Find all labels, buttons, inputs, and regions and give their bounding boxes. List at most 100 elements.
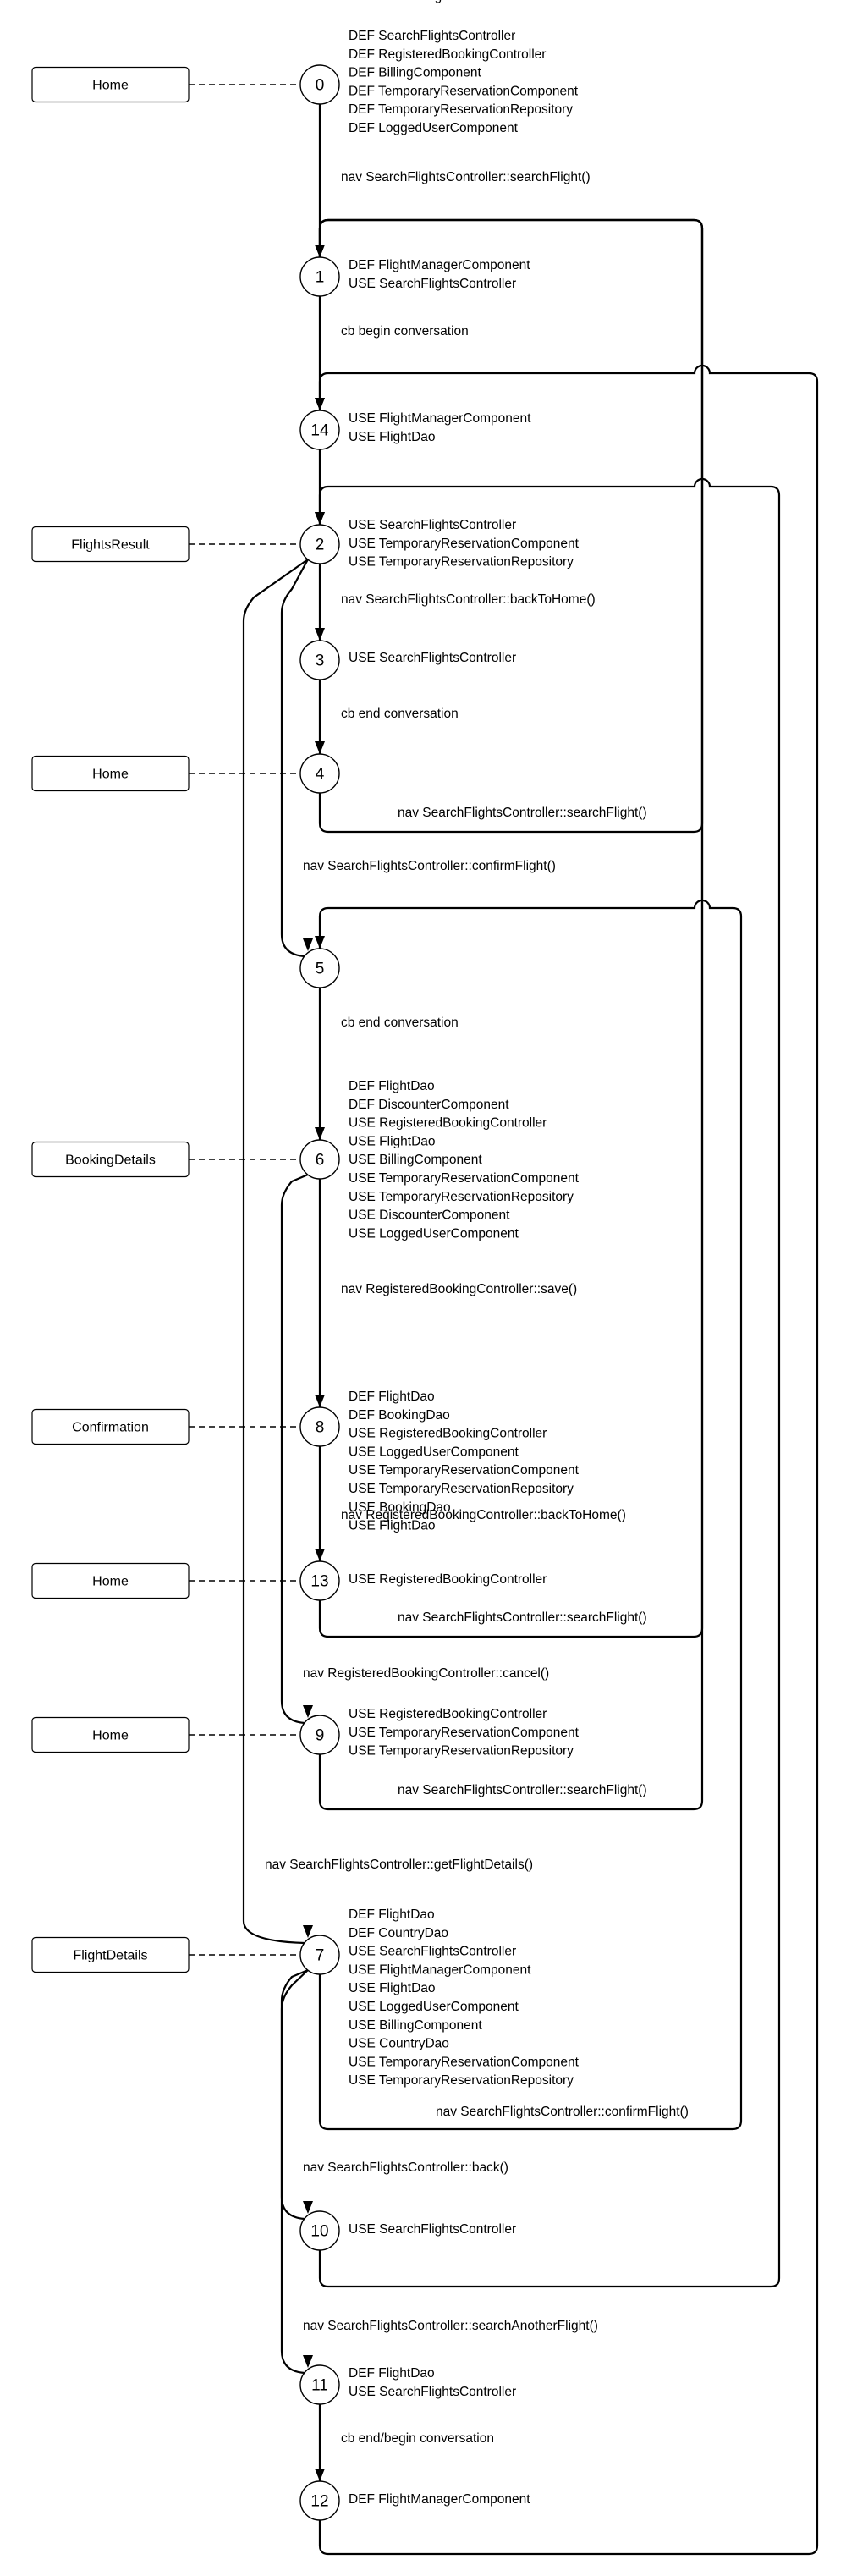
state-label-13: 13 xyxy=(310,1573,328,1591)
state-note-8: DEF BookingDao xyxy=(349,1408,450,1423)
edge-label-8-13: nav RegisteredBookingController::backToH… xyxy=(341,1508,626,1522)
page-box-7[interactable] xyxy=(31,1936,190,1973)
state-label-4: 4 xyxy=(316,766,325,784)
state-node-10[interactable] xyxy=(299,2210,340,2251)
edge-label-3-4: cb end conversation xyxy=(341,707,459,721)
edge-7-5 xyxy=(318,899,743,2131)
page-label-7: FlightDetails xyxy=(73,1949,147,1963)
state-label-7: 7 xyxy=(316,1947,325,1965)
state-node-6[interactable] xyxy=(299,1139,340,1180)
page-box-9[interactable] xyxy=(31,1716,190,1753)
state-note-1: USE SearchFlightsController xyxy=(349,277,516,291)
state-note-10: USE SearchFlightsController xyxy=(349,2222,516,2237)
state-note-7: USE TemporaryReservationComponent xyxy=(349,2055,580,2069)
edge-6-8-arrowhead xyxy=(315,1395,325,1407)
state-node-3[interactable] xyxy=(299,640,340,680)
edge-label-5-6: cb end conversation xyxy=(341,1016,459,1030)
state-note-0: DEF TemporaryReservationRepository xyxy=(349,102,573,117)
state-note-14: USE FlightManagerComponent xyxy=(349,411,531,426)
page-box-2[interactable] xyxy=(31,526,190,563)
state-note-2: USE SearchFlightsController xyxy=(349,518,516,532)
edge-7-11-arrowhead xyxy=(303,2355,313,2368)
state-label-5: 5 xyxy=(316,960,325,978)
page-box-6[interactable] xyxy=(31,1141,190,1178)
edge-label-4-1: nav SearchFlightsController::searchFligh… xyxy=(398,806,647,820)
edge-label-6-9: nav RegisteredBookingController::cancel(… xyxy=(303,1666,549,1681)
state-node-9[interactable] xyxy=(299,1715,340,1755)
page-label-9: Home xyxy=(92,1729,129,1743)
edge-2-5-arrowhead xyxy=(303,938,313,951)
state-note-13: USE RegisteredBookingController xyxy=(349,1572,547,1587)
state-note-6: USE TemporaryReservationRepository xyxy=(349,1190,574,1204)
state-note-9: USE TemporaryReservationComponent xyxy=(349,1726,580,1740)
edge-2-5 xyxy=(280,559,309,958)
page-label-0: Home xyxy=(92,79,129,93)
pages-layer: HomeFlightsResultHomeBookingDetailsConfi… xyxy=(31,66,300,1973)
state-note-0: DEF TemporaryReservationComponent xyxy=(349,84,579,98)
state-node-13[interactable] xyxy=(299,1560,340,1601)
state-node-11[interactable] xyxy=(299,2364,340,2405)
state-label-9: 9 xyxy=(316,1727,325,1745)
state-note-6: DEF DiscounterComponent xyxy=(349,1098,509,1112)
state-note-8: USE BookingDao xyxy=(349,1500,451,1515)
state-note-8: USE FlightDao xyxy=(349,1519,436,1533)
state-label-10: 10 xyxy=(310,2223,328,2241)
state-note-7: USE FlightDao xyxy=(349,1981,436,1995)
state-node-0[interactable] xyxy=(299,64,340,105)
edge-7-11 xyxy=(280,1969,309,2375)
state-note-11: DEF FlightDao xyxy=(349,2366,435,2381)
state-node-14[interactable] xyxy=(299,410,340,450)
state-note-6: USE FlightDao xyxy=(349,1134,436,1148)
state-node-2[interactable] xyxy=(299,524,340,564)
edge-label-13-1: nav SearchFlightsController::searchFligh… xyxy=(398,1610,647,1625)
state-note-9: USE RegisteredBookingController xyxy=(349,1707,547,1721)
state-note-7: USE LoggedUserComponent xyxy=(349,2000,519,2014)
state-node-8[interactable] xyxy=(299,1406,340,1447)
page-box-4[interactable] xyxy=(31,755,190,792)
page-box-8[interactable] xyxy=(31,1408,190,1445)
state-node-7[interactable] xyxy=(299,1935,340,1975)
state-label-2: 2 xyxy=(316,537,325,554)
edge-8-13-arrowhead xyxy=(315,1549,325,1561)
state-note-6: USE LoggedUserComponent xyxy=(349,1226,519,1241)
state-note-6: USE BillingComponent xyxy=(349,1153,482,1167)
state-label-14: 14 xyxy=(310,422,329,440)
state-node-12[interactable] xyxy=(299,2480,340,2521)
state-note-0: DEF BillingComponent xyxy=(349,66,481,80)
state-note-6: USE RegisteredBookingController xyxy=(349,1116,547,1131)
edge-label-1-14: cb begin conversation xyxy=(341,324,469,339)
page-label-13: Home xyxy=(92,1575,129,1589)
state-note-6: USE TemporaryReservationComponent xyxy=(349,1171,580,1186)
edge-10-2-arrowhead xyxy=(315,512,325,525)
state-node-1[interactable] xyxy=(299,256,340,297)
state-note-0: DEF LoggedUserComponent xyxy=(349,121,519,135)
edge-label-0-1: nav SearchFlightsController::searchFligh… xyxy=(341,170,591,184)
edge-label-2-7: nav SearchFlightsController::getFlightDe… xyxy=(265,1858,533,1872)
edge-label-11-12: cb end/begin conversation xyxy=(341,2431,494,2446)
edge-5-6-arrowhead xyxy=(315,1127,325,1140)
state-label-8: 8 xyxy=(316,1419,325,1437)
state-note-11: USE SearchFlightsController xyxy=(349,2385,516,2399)
page-box-13[interactable] xyxy=(31,1562,190,1599)
edge-12-14-arrowhead xyxy=(315,398,325,410)
state-note-8: DEF FlightDao xyxy=(349,1390,435,1404)
state-note-2: USE TemporaryReservationComponent xyxy=(349,537,580,551)
edge-labels-layer: nav SearchFlightsController::searchFligh… xyxy=(265,170,689,2446)
state-note-8: USE TemporaryReservationComponent xyxy=(349,1463,580,1478)
state-note-3: USE SearchFlightsController xyxy=(349,651,516,665)
edge-12-14 xyxy=(318,364,819,2556)
state-note-7: USE FlightManagerComponent xyxy=(349,1962,531,1977)
state-note-9: USE TemporaryReservationRepository xyxy=(349,1744,574,1759)
edge-9-1 xyxy=(318,218,704,1811)
state-label-1: 1 xyxy=(316,269,325,287)
state-note-14: USE FlightDao xyxy=(349,430,436,444)
page-label-4: Home xyxy=(92,768,129,782)
state-label-11: 11 xyxy=(311,2377,328,2395)
edge-6-9 xyxy=(280,1173,309,1725)
page-box-0[interactable] xyxy=(31,66,190,103)
state-node-5[interactable] xyxy=(299,948,340,988)
edge-label-7-11: nav SearchFlightsController::searchAnoth… xyxy=(303,2319,598,2333)
state-node-4[interactable] xyxy=(299,753,340,794)
